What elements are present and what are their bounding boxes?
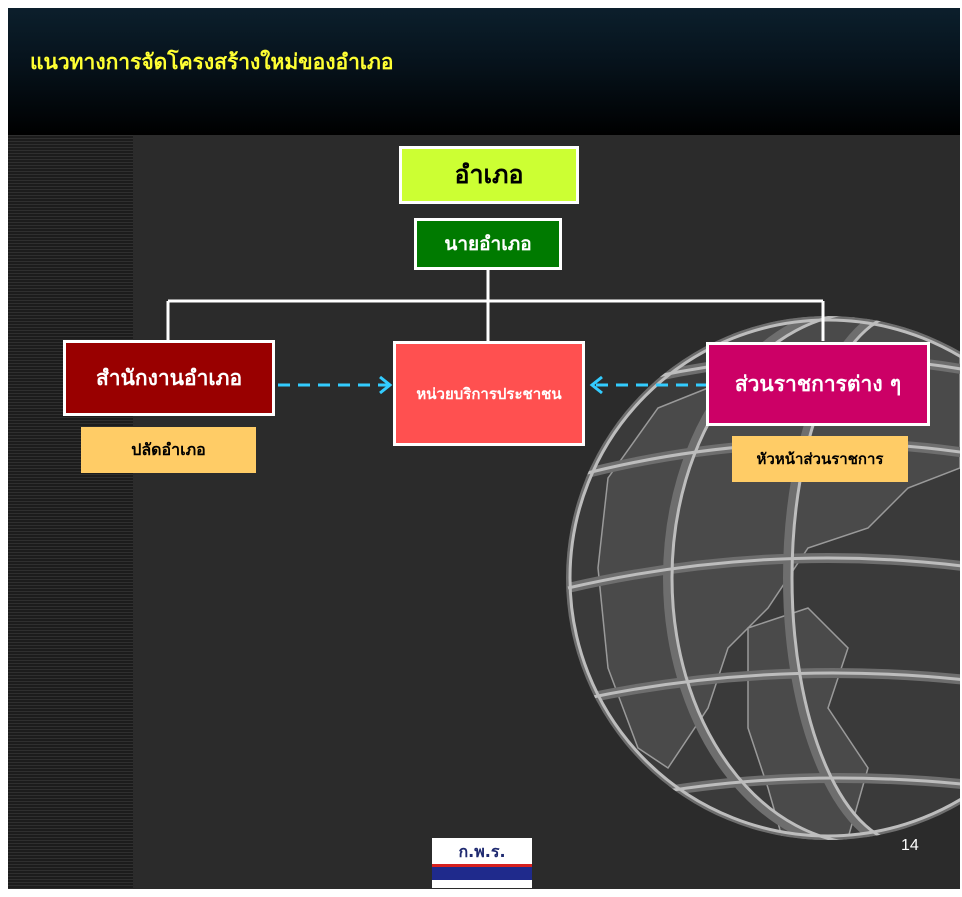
service-unit-label: หน่วยบริการประชาชน — [416, 384, 562, 403]
slide-title: แนวทางการจัดโครงสร้างใหม่ของอำเภอ — [30, 50, 394, 74]
org-connectors — [166, 270, 825, 395]
logo-text: ก.พ.ร. — [458, 842, 506, 861]
logo-red-stripe — [432, 864, 532, 867]
agency-heads-label: หัวหน้าส่วนราชการ — [756, 450, 884, 468]
logo-blue-stripe — [432, 867, 532, 880]
district-label: อำเภอ — [454, 160, 524, 189]
district-office-box: สำนักงานอำเภอ — [63, 340, 275, 416]
deputy-chief-box: ปลัดอำเภอ — [81, 427, 256, 473]
district-chief-label: นายอำเภอ — [444, 233, 532, 255]
ocsc-logo: ก.พ.ร. — [432, 838, 532, 888]
arrow-left-icon — [589, 375, 603, 395]
deputy-chief-label: ปลัดอำเภอ — [131, 439, 206, 459]
service-unit-box: หน่วยบริการประชาชน — [393, 341, 585, 446]
slide: แนวทางการจัดโครงสร้างใหม่ของอำเภอ — [8, 8, 960, 889]
district-chief-box: นายอำเภอ — [414, 218, 562, 270]
page-number: 14 — [901, 837, 919, 854]
arrow-right-icon — [379, 375, 393, 395]
striped-sidebar — [8, 135, 133, 889]
slide-header: แนวทางการจัดโครงสร้างใหม่ของอำเภอ — [8, 8, 960, 135]
government-agencies-label: ส่วนราชการต่าง ๆ — [734, 371, 902, 396]
district-box: อำเภอ — [399, 146, 579, 204]
agency-heads-box: หัวหน้าส่วนราชการ — [732, 436, 908, 482]
district-office-label: สำนักงานอำเภอ — [95, 365, 243, 390]
government-agencies-box: ส่วนราชการต่าง ๆ — [706, 342, 930, 426]
